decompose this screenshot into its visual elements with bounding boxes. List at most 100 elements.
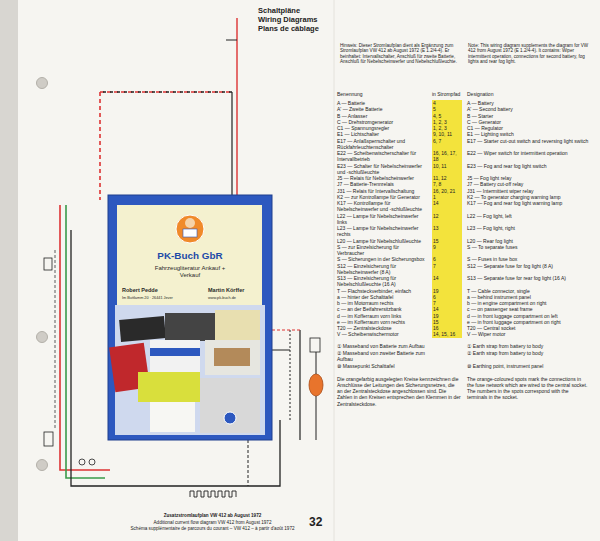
car-photo (214, 348, 250, 366)
legend-term: A — Batterie (336, 100, 428, 106)
legend-term: C1 — Regulator (466, 125, 590, 131)
caption-text: Zusatzstromlaufplan VW 412 ab August 197… (120, 513, 305, 518)
wire-red (236, 18, 237, 200)
logo-badge (176, 215, 204, 243)
circuit-number: 6, 7 (432, 138, 462, 151)
note-text: Hinweis: Dieser Stromlaufplan dient als … (340, 43, 460, 64)
legend-term: J7 — Batterie-Trennrelais (336, 181, 428, 187)
earth-point-note: ① Masseband von Batterie zum Aufbau (336, 343, 428, 349)
legend-term: J5 — Fog light relay (466, 175, 590, 181)
circuit-number: 12 (432, 213, 462, 226)
relay-symbol (44, 432, 53, 446)
legend-term: E17 — Anlaßsperrschalter und Rückfahrleu… (336, 138, 428, 151)
company-name: PK-Buch GbR (108, 250, 272, 261)
legend-term: S — To separate fuses (466, 244, 590, 257)
book-cover (200, 378, 260, 433)
wire-black (299, 330, 300, 440)
earth-point-note: ② Masseband von zweiter Batterie zum Auf… (336, 350, 428, 363)
legend-term: a — behind instrument panel (466, 294, 590, 300)
legend-term: c — on passenger seat frame (466, 306, 590, 312)
legend-term: T20 — Central socket (466, 325, 590, 331)
legend-term: S — Fuses in fuse box (466, 256, 590, 262)
legend-term: B — Anlasser (336, 113, 428, 119)
legend-term: B — Starter (466, 113, 590, 119)
legend-term: S13 — Separate fuse for rear fog light (… (466, 275, 590, 288)
web-address: www.pk-buch.de (208, 296, 236, 300)
legend-term: K2 — To generator charging warning lamp (466, 194, 590, 200)
page-fold (334, 0, 335, 541)
legend-term: E23 — Schalter für Nebelscheinwerfer und… (336, 163, 428, 176)
wire-black (272, 350, 290, 351)
book-cover (215, 310, 260, 340)
legend-term: T20 — Zentralsteckdose (336, 325, 428, 331)
legend-term: b — in engine compartment on right (466, 300, 590, 306)
legend-term: K17 — Fog and rear fog light warning lam… (466, 200, 590, 213)
brand-badge (224, 412, 236, 424)
legend-term: T — Cable connector, single (466, 288, 590, 294)
wire-dotted (290, 330, 291, 420)
heading-text: Schaltpläne (258, 7, 300, 16)
legend-term: A — Battery (466, 100, 590, 106)
wire-black (316, 352, 317, 440)
page-number: 32 (309, 516, 322, 530)
circuit-number: 7 (432, 263, 462, 276)
legend-term: E17 — Starter cut-out switch and reversi… (466, 138, 590, 151)
logo-book (183, 229, 197, 237)
legend-term: K2 — zur Kontrollampe für Generator (336, 194, 428, 200)
legend-term: A' — Zweite Batterie (336, 106, 428, 112)
legend-term: S12 — Separate fuse for fog light (8 A) (466, 263, 590, 276)
address-text: Im Buttlamm 20 · 26441 Jever (122, 296, 173, 300)
legend-term: E22 — Scheibenwischerschalter für Interv… (336, 150, 428, 163)
legend-term: J31 — Intermittent wiper relay (466, 188, 590, 194)
legend-term: C — Generator (466, 119, 590, 125)
legend-term: T — Flachsteckverbinder, einfach (336, 288, 428, 294)
earth-point-note: ① Earth strap from battery to body (466, 343, 590, 349)
logo-figure (185, 218, 195, 228)
person-name: Martin Körffer (208, 287, 244, 293)
flyer-panel (108, 195, 272, 440)
legend-term: V — Wiper motor (466, 331, 590, 337)
spacer-cell (432, 350, 462, 363)
book-cover (205, 340, 260, 375)
legend-term: S13 — Einzelsicherung für Nebelschlußleu… (336, 275, 428, 288)
book-cover (119, 316, 166, 342)
wire-red (272, 329, 300, 330)
legend-term: L22 — Fog light, left (466, 213, 590, 226)
legend-term: b — im Motorraum rechts (336, 300, 428, 306)
book-cover (138, 372, 200, 402)
legend-term: E1 — Lighting switch (466, 131, 590, 137)
wire-red (100, 91, 232, 93)
legend-term: C1 — Spannungsregler (336, 125, 428, 131)
legend-term: d — im Kofferraum vorn links (336, 313, 428, 319)
legend-table: A — Batterie4A — BatteryA' — Zweite Batt… (336, 100, 590, 407)
circuit-number: 14 (432, 200, 462, 213)
caption-text: Schéma supplémentaire de parcours du cou… (120, 526, 305, 531)
note-text: The orange-coloured spots mark the conne… (466, 376, 590, 407)
wire-black (226, 40, 237, 41)
legend-term: J5 — Relais für Nebelscheinwerfer (336, 175, 428, 181)
wire-black (231, 92, 232, 200)
legend-term: J31 — Relais für Intervallschaltung (336, 188, 428, 194)
legend-term: E1 — Lichtschalter (336, 131, 428, 137)
legend-term: S12 — Einzelsicherung für Nebelscheinwer… (336, 263, 428, 276)
legend-term: K17 — Kontrollampe für Nebelscheinwerfer… (336, 200, 428, 213)
legend-term: c — an der Beifahrersitzbank (336, 306, 428, 312)
note-text: Die orangefarbig ausgelegten Kreise kenn… (336, 376, 462, 407)
circuit-number: 14 (432, 275, 462, 288)
legend-term: L23 — Fog light, right (466, 225, 590, 238)
relay-symbol (310, 338, 320, 352)
note-text: Note: This wiring diagram supplements th… (468, 43, 590, 64)
legend-term: E22 — Wiper switch for intermittent oper… (466, 150, 590, 163)
wire-green (66, 205, 105, 478)
terminal-symbol (79, 459, 85, 465)
book-cover (150, 402, 195, 432)
heading-text: Wiring Diagrams (258, 16, 318, 25)
advert-flyer: PK-Buch GbRFahrzeugliteratur Ankauf + Ve… (108, 195, 272, 440)
column-header: in Strompfad (432, 92, 460, 98)
wire-dotted (248, 440, 249, 486)
circuit-number: 16, 16, 17, 18 (432, 150, 462, 163)
book-band (150, 348, 200, 356)
